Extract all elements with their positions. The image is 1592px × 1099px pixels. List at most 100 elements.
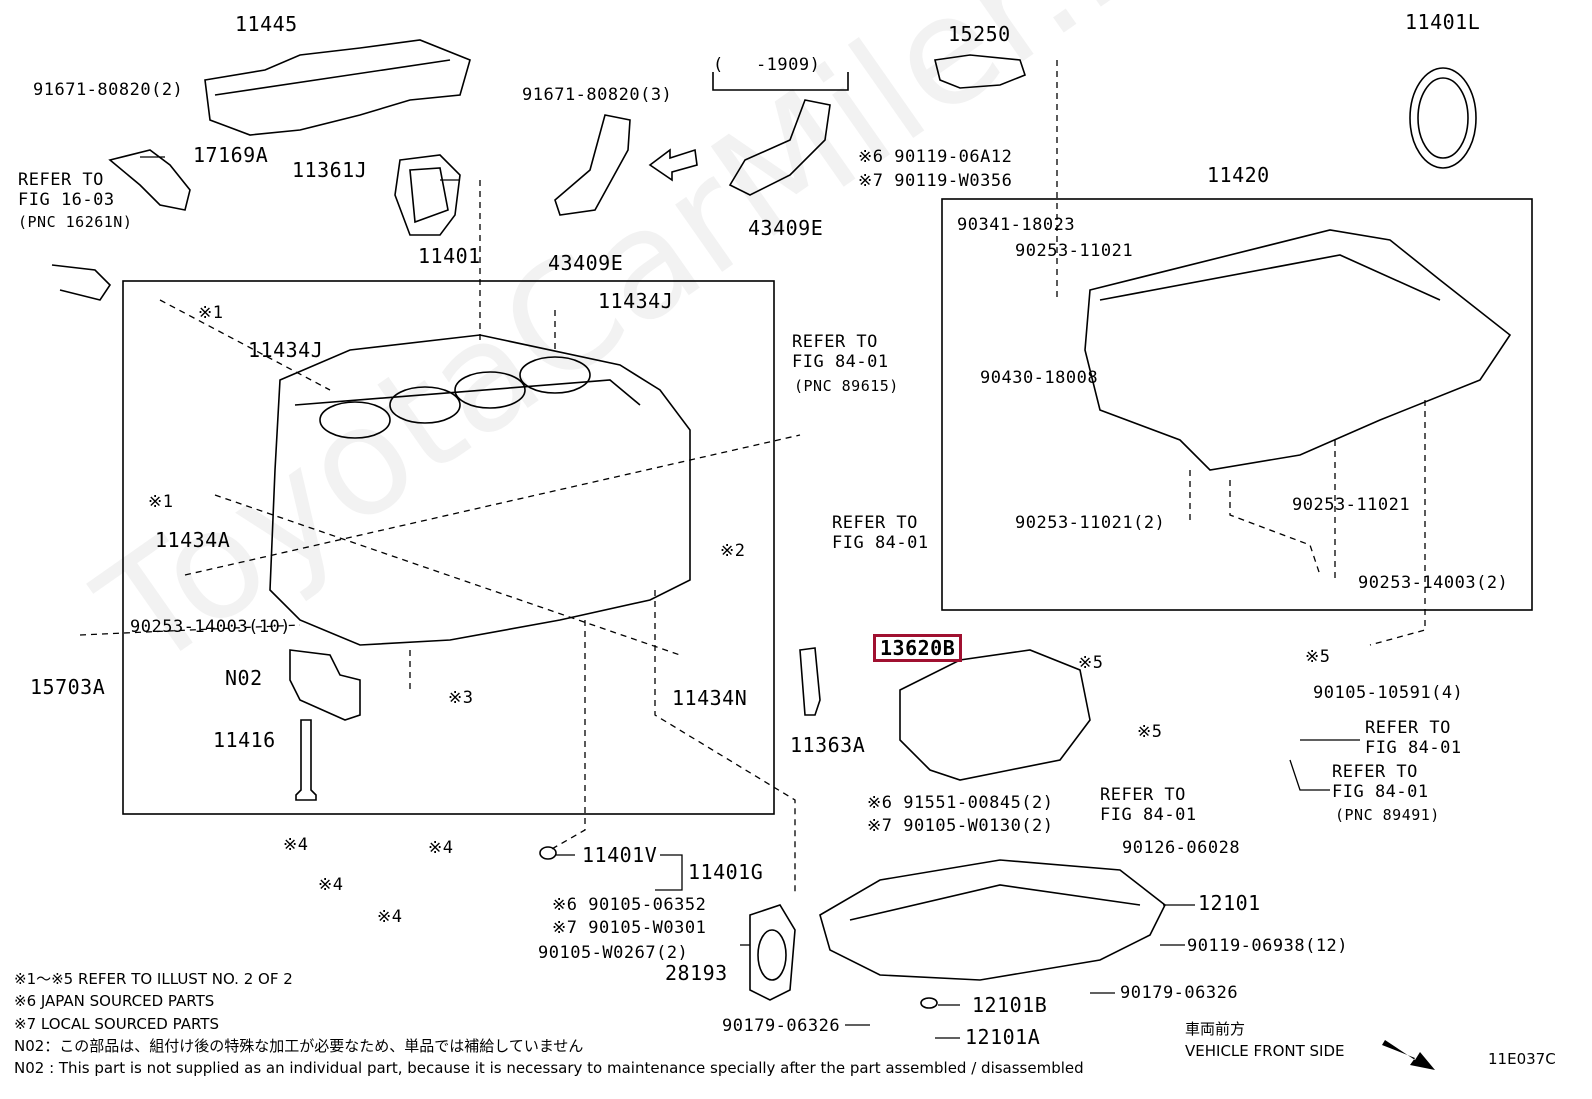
note-mark-1-top: ※1 — [198, 303, 224, 323]
label-90126-06028[interactable]: 90126-06028 — [1122, 838, 1241, 858]
water-hose — [51, 264, 112, 301]
tube-11363A — [799, 647, 821, 716]
note-mark-1-mid: ※1 — [148, 492, 174, 512]
label-12101A[interactable]: 12101A — [965, 1025, 1041, 1049]
refer-fig-84-01-knock[interactable]: REFER TO FIG 84-01 — [792, 332, 889, 372]
heat-shield-11445 — [204, 39, 471, 136]
front-label-en: VEHICLE FRONT SIDE — [1185, 1042, 1345, 1060]
oil-seal-11401L — [1409, 67, 1477, 169]
label-11361J[interactable]: 11361J — [292, 158, 368, 182]
oil-pan-upper-11420 — [1084, 229, 1512, 471]
label-12101B[interactable]: 12101B — [972, 993, 1048, 1017]
label-90430-18008[interactable]: 90430-18008 — [980, 368, 1099, 388]
refer-fig-84-01-bolt[interactable]: REFER TO FIG 84-01 — [832, 513, 929, 553]
note-mark-3: ※3 — [448, 688, 474, 708]
front-label-jp: 車両前方 — [1185, 1020, 1246, 1038]
label-90119-06938-12[interactable]: 90119-06938(12) — [1187, 936, 1349, 956]
oil-pan-lower-12101 — [819, 859, 1167, 981]
bolt-11416 — [295, 719, 317, 801]
label-11420[interactable]: 11420 — [1207, 163, 1270, 187]
note-mark-5-c: ※5 — [1137, 722, 1163, 742]
note-n02-english: N02 : This part is not supplied as an in… — [14, 1059, 1084, 1077]
label-91551-00845[interactable]: ※6 91551-00845(2) — [867, 793, 1054, 813]
pnc-16261N: (PNC 16261N) — [18, 213, 133, 231]
cylinder-block-frame — [122, 280, 775, 815]
label-11434A[interactable]: 11434A — [155, 528, 231, 552]
bearing-cap-N02 — [289, 649, 361, 721]
note-mark-4-a: ※4 — [283, 835, 309, 855]
label-11416[interactable]: 11416 — [213, 728, 276, 752]
label-90253-11021-2[interactable]: 90253-11021(2) — [1015, 513, 1166, 533]
refer-fig-16-03[interactable]: REFER TO FIG 16-03 — [18, 170, 115, 210]
label-11363A[interactable]: 11363A — [790, 733, 866, 757]
note-japan-sourced: ※6 JAPAN SOURCED PARTS — [14, 992, 215, 1010]
label-N02[interactable]: N02 — [225, 666, 263, 690]
leader-dashed-14 — [549, 620, 586, 851]
gasket-11361J — [394, 154, 461, 236]
label-90341-18023[interactable]: 90341-18023 — [957, 215, 1076, 235]
pnc-89491: (PNC 89491) — [1335, 806, 1440, 824]
label-90253-11021-top[interactable]: 90253-11021 — [1015, 241, 1134, 261]
label-11434J-left[interactable]: 11434J — [248, 338, 324, 362]
note-n02-japanese: N02：この部品は、組付け後の特殊な加工が必要なため、単品では補給していません — [14, 1037, 584, 1055]
date-range-1909: ( -1909) — [713, 55, 821, 75]
label-90119-06A12[interactable]: ※6 90119-06A12 — [858, 147, 1013, 167]
leader-dashed-4 — [214, 494, 681, 656]
label-90105-W0130[interactable]: ※7 90105-W0130(2) — [867, 816, 1054, 836]
label-17169A[interactable]: 17169A — [193, 143, 269, 167]
label-90119-W0356[interactable]: ※7 90119-W0356 — [858, 171, 1013, 191]
refer-fig-84-01-clip[interactable]: REFER TO FIG 84-01 — [1365, 718, 1462, 758]
bracket-43409E-right — [728, 99, 831, 196]
cylinder-block-11401 — [269, 334, 691, 646]
note-mark-4-b: ※4 — [428, 838, 454, 858]
label-90179-06326-left[interactable]: 90179-06326 — [722, 1016, 841, 1036]
label-91671-80820-2[interactable]: 91671-80820(2) — [33, 80, 184, 100]
label-91671-80820-3[interactable]: 91671-80820(3) — [522, 85, 673, 105]
illustration-id: 11E037C — [1488, 1050, 1556, 1068]
note-mark-5-b: ※5 — [1305, 647, 1331, 667]
refer-fig-84-01-sensor[interactable]: REFER TO FIG 84-01 — [1332, 762, 1429, 802]
note-refer-illust: ※1～※5 REFER TO ILLUST NO. 2 OF 2 — [14, 970, 293, 988]
label-11445[interactable]: 11445 — [235, 12, 298, 36]
pnc-89615: (PNC 89615) — [794, 377, 899, 395]
label-90253-11021-right[interactable]: 90253-11021 — [1292, 495, 1411, 515]
bracket-17169A — [108, 149, 191, 211]
label-28193[interactable]: 28193 — [665, 961, 728, 985]
oil-pan-frame — [941, 198, 1533, 611]
label-90105-W0301[interactable]: ※7 90105-W0301 — [552, 918, 707, 938]
label-11434J-top[interactable]: 11434J — [598, 289, 674, 313]
leader-dashed-12 — [1369, 400, 1426, 646]
label-11401[interactable]: 11401 — [418, 244, 481, 268]
front-arrow-icon — [1382, 1040, 1435, 1070]
label-90105-06352[interactable]: ※6 90105-06352 — [552, 895, 707, 915]
label-43409E-left[interactable]: 43409E — [548, 251, 624, 275]
note-mark-4-c: ※4 — [318, 875, 344, 895]
label-90179-06326-right[interactable]: 90179-06326 — [1120, 983, 1239, 1003]
label-13620B-highlighted[interactable]: 13620B — [873, 634, 963, 662]
oil-pump-13620B — [899, 649, 1091, 781]
label-12101[interactable]: 12101 — [1198, 891, 1261, 915]
note-mark-5-a: ※5 — [1078, 653, 1104, 673]
label-11401L[interactable]: 11401L — [1405, 10, 1481, 34]
label-90253-14003-10[interactable]: 90253-14003(10) — [130, 617, 292, 637]
gasket-28193 — [749, 904, 796, 1001]
label-11401G[interactable]: 11401G — [688, 860, 764, 884]
oil-control-valve-15250 — [934, 54, 1026, 89]
refer-fig-84-01-stud[interactable]: REFER TO FIG 84-01 — [1100, 785, 1197, 825]
label-11434N[interactable]: 11434N — [672, 686, 748, 710]
label-43409E-right[interactable]: 43409E — [748, 216, 824, 240]
bracket-43409E-left — [554, 114, 631, 216]
direction-arrow — [648, 148, 698, 182]
leader-dashed-10 — [1229, 480, 1321, 576]
note-mark-2: ※2 — [720, 541, 746, 561]
label-90253-14003-2[interactable]: 90253-14003(2) — [1358, 573, 1509, 593]
label-90105-W0267-2[interactable]: 90105-W0267(2) — [538, 943, 689, 963]
label-11401V[interactable]: 11401V — [582, 843, 658, 867]
label-15703A[interactable]: 15703A — [30, 675, 106, 699]
label-15250[interactable]: 15250 — [948, 22, 1011, 46]
leader-dashed-3 — [79, 624, 301, 636]
note-local-sourced: ※7 LOCAL SOURCED PARTS — [14, 1015, 219, 1033]
label-90105-10591-4[interactable]: 90105-10591(4) — [1313, 683, 1464, 703]
note-mark-4-d: ※4 — [377, 907, 403, 927]
